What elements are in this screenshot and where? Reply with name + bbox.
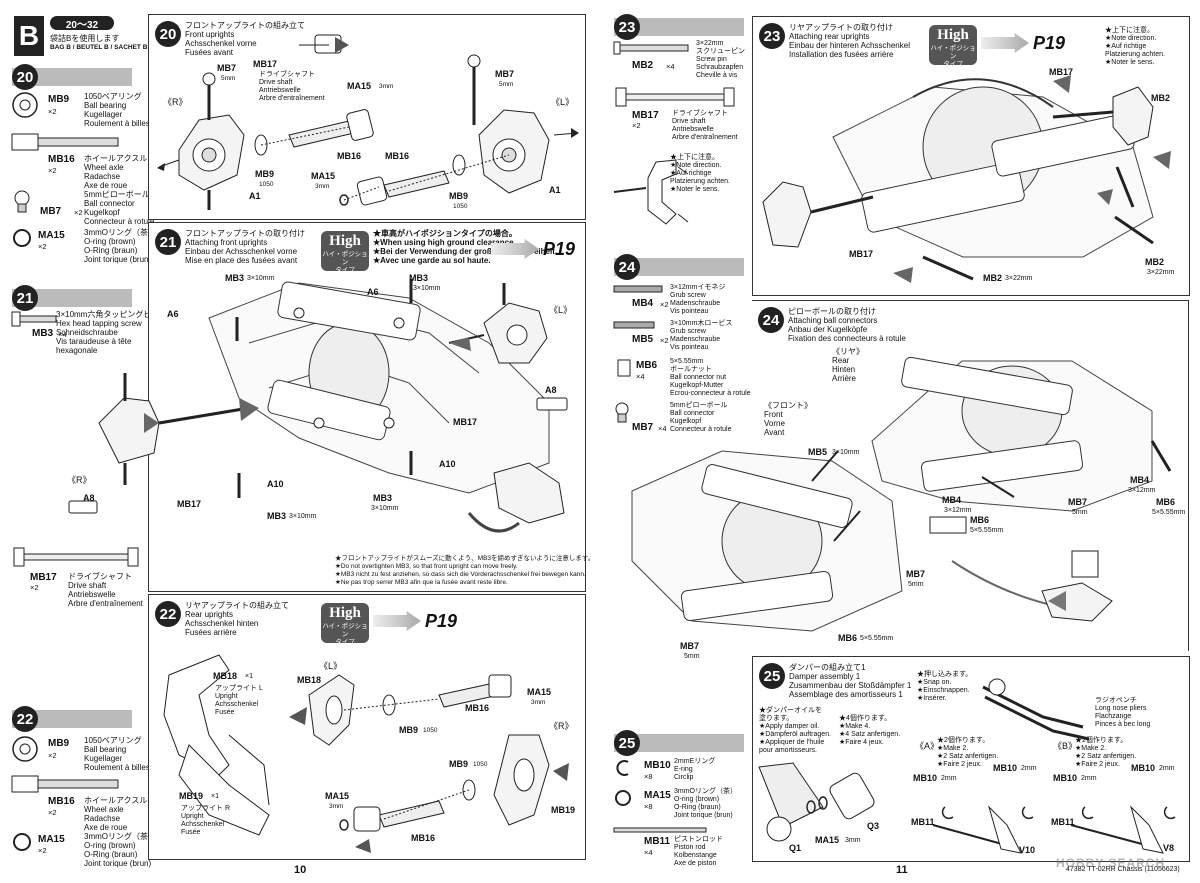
page-ref-arrow: P19 <box>981 31 1065 55</box>
bearing-icon <box>12 736 38 762</box>
bearing-icon <box>12 92 38 118</box>
step-number: 23 <box>759 23 785 49</box>
step-number: 24 <box>614 254 640 280</box>
step-number: 20 <box>155 21 181 47</box>
grub-screw-icon <box>613 321 655 329</box>
e-ring-icon <box>616 760 629 776</box>
bag-note: 袋詰Bを使用します BAG B / BEUTEL B / SACHET B <box>50 34 148 51</box>
step-number: 24 <box>758 307 784 333</box>
step-number: 22 <box>155 601 181 627</box>
piston-rod-icon <box>613 827 707 833</box>
drive-shaft-icon <box>615 87 735 107</box>
section-range: 20～32 <box>50 16 114 31</box>
o-ring-icon <box>615 790 631 806</box>
sidebar-step-23: 23 <box>614 14 744 40</box>
sidebar-step-25: 25 <box>614 730 744 756</box>
page-number-right: 11 <box>896 864 908 876</box>
grub-screw-icon <box>613 285 663 293</box>
axle-icon <box>11 775 119 793</box>
step-number: 23 <box>614 14 640 40</box>
tapping-screw-icon <box>11 311 57 327</box>
drive-shaft-icon <box>13 547 139 567</box>
page-ref-arrow: P19 <box>491 237 575 261</box>
ball-connector-icon <box>14 190 30 213</box>
axle-icon <box>11 133 119 151</box>
section-letter: B <box>14 16 44 56</box>
sidebar-step-22: 22 <box>12 706 132 732</box>
step-22-diagram <box>163 654 569 853</box>
make4-notes: ★4個作ります。★Make 4.★4 Satz anfertigen.★Fair… <box>839 715 901 746</box>
ball-connector-icon <box>615 402 629 423</box>
snap-notes: ★押し込みます。★Snap on.★Einschnappen.★Insérer. <box>917 671 973 702</box>
footer-model-code: 47382 TT-02RR Chassis (11056623) <box>1066 866 1180 873</box>
step-20-diagram <box>157 34 579 210</box>
upright-detail-icon <box>613 159 689 225</box>
sidebar-step-20: 20 <box>12 64 132 90</box>
page-number-left: 10 <box>294 864 307 876</box>
ball-nut-icon <box>617 359 631 377</box>
o-ring-icon <box>13 229 31 247</box>
step-number: 25 <box>614 730 640 756</box>
step-25-diagram <box>758 678 1176 854</box>
oil-notes: ★ダンパーオイルを塗ります。★Apply damper oil.★Dämpfer… <box>759 707 832 754</box>
step-number: 21 <box>155 229 181 255</box>
step-21-diagram <box>68 279 568 533</box>
high-notes: ★車高がハイポジションタイプの場合。★When using high groun… <box>373 229 558 265</box>
step-number: 21 <box>12 285 38 311</box>
step-number: 20 <box>12 64 38 90</box>
step-number: 22 <box>12 706 38 732</box>
screw-pin-icon <box>613 41 689 55</box>
page-ref-arrow: P19 <box>373 609 457 633</box>
overtighten-warning: ★フロントアップライトがスムーズに動くよう、MB3を締めすぎないように注意します… <box>335 555 595 586</box>
step-24-diagram <box>631 356 1172 632</box>
o-ring-icon <box>13 833 31 851</box>
sidebar-step-24: 24 <box>614 254 744 280</box>
step-23-diagram <box>762 75 1171 283</box>
step-number: 25 <box>759 663 785 689</box>
watermark: HOBBY SEARCH <box>1056 856 1166 870</box>
sidebar-step-21: 21 <box>12 285 132 311</box>
